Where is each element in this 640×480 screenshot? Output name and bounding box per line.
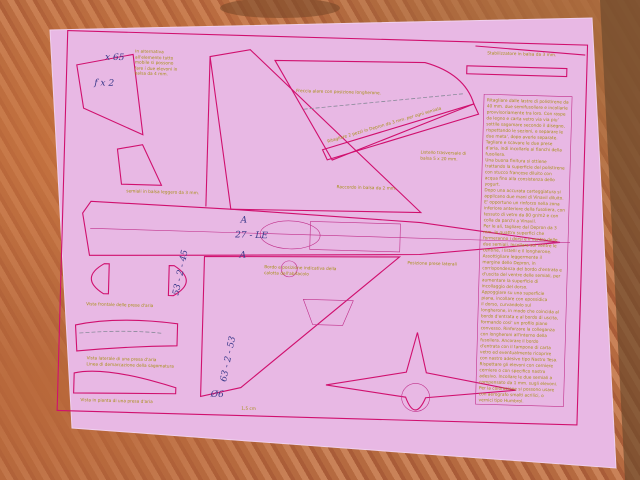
instruction-line: il dorso, curvandolo sul (481, 301, 531, 308)
fin-part (116, 144, 163, 186)
instruction-line: con nastro adesivo tipo Nastro Tesa. (480, 355, 558, 363)
instruction-line: Una buona finitura si ottiene (485, 157, 547, 165)
instructions-box (475, 93, 573, 407)
intake-front (90, 263, 110, 295)
instruction-line: incollaggio del dorso. (482, 283, 528, 290)
front-view-fuselage (401, 383, 430, 412)
label-intake-front: Vista frontale delle prese d'aria (86, 301, 154, 309)
handwritten-count: x 65 (105, 53, 125, 64)
instruction-line: formando cosi' un profilo piano (481, 319, 548, 327)
instruction-line: aumentare la superficie di (482, 277, 539, 285)
strip-part (475, 45, 586, 56)
label-stab: Stabilizzatore in balsa da 3 mm. (487, 50, 556, 58)
instruction-line: bordo d'entrata e al bordo di uscita, (481, 313, 558, 321)
instruction-line: colla da parchi a Vinavil. (484, 217, 537, 224)
intake-front-right (167, 264, 187, 297)
label-canopy-note: Bordo e posizione indicativa della (264, 264, 337, 272)
intake-side (74, 319, 179, 352)
intake-top (73, 370, 177, 395)
label-demarcation: Linea di demarcazione della sagomatura (86, 361, 174, 369)
instruction-line: acqua fino alla consistenza dello (485, 175, 555, 183)
label-fillet: Raccordo in balsa da 2 mm. (336, 184, 396, 192)
object-shadow (220, 0, 340, 18)
instruction-line: con stucco francese diluito con (485, 169, 552, 177)
stabilizer-part (76, 53, 144, 136)
section-circle (280, 260, 298, 278)
cockpit (259, 220, 321, 250)
instruction-line: Rispettare gli elevoni con cerniere (480, 361, 554, 369)
instruction-line: inferiore anteriore della fusoliera, con (484, 205, 565, 213)
handwritten-d6: Ø6 (209, 389, 224, 400)
instruction-line: centine, i listelli e il longherone. (483, 247, 552, 255)
wing-root-upper (205, 56, 211, 207)
instruction-line: formeranno i dorsi e il ventre delle (483, 235, 558, 243)
instruction-line: 40 mm. due semifusoliere e incollarle (487, 103, 569, 111)
label-intake-position: Posizione prese laterali (407, 260, 457, 267)
label-canopy-note-2: calotta dell'abitacolo (264, 270, 309, 277)
instruction-line: con aerografo smalti acrilici, o (479, 391, 545, 399)
instruction-line: provvisoriamente tra loro. Con raspe (487, 109, 566, 117)
instruction-line: sottile sagomare secondo il disegno, (486, 121, 565, 129)
instruction-line: fusoliera. Ancorare il bordo (480, 337, 539, 345)
label-semiwings: semiali in balsa leggero da 3 mm. (126, 188, 199, 196)
front-view (325, 332, 516, 411)
instruction-line: con longheroni all'interno della (480, 331, 547, 339)
sheet-border (56, 30, 589, 426)
instruction-line: convesso. Rinforzare la colleganza (481, 325, 556, 333)
instruction-line: margine dello Depron, in (482, 259, 536, 266)
instructions-text: Ritagliare dalle lastre di polistirene d… (479, 97, 570, 404)
intake-dash (79, 330, 163, 334)
label-spar: Listello trasversale di balsa 5 x 20 mm. (420, 150, 467, 163)
instruction-line: trattando la superficie del polistirene (485, 163, 565, 171)
instruction-line: d'uscita del ventre delle semiali, per (482, 271, 561, 279)
handwritten-fx2: f x 2 (93, 78, 114, 89)
instruction-line: compensato da 1 mm. sugli elevoni. (479, 379, 557, 387)
instruction-line: piana, incollare con epossidica (481, 295, 547, 303)
instruction-line: Dopo una accurata carteggiatura si (484, 187, 560, 195)
label-wing-sweep: Freccia alare con posizione longherone. (296, 88, 381, 96)
spar-line (303, 93, 465, 110)
table-edge (600, 0, 640, 480)
centerline (90, 228, 571, 244)
instruction-line: da legno e carta vetro via via piu' (486, 115, 558, 123)
plan-sheet (49, 17, 617, 469)
instruction-line: adesivo. Incollare le due semiali a (479, 373, 552, 381)
instruction-line: Assottigliare leggermente il (483, 253, 542, 261)
instruction-line: corrispondenza del bordo d'entrata e (482, 265, 562, 273)
wing-upper (209, 49, 423, 214)
instruction-line: Ritagliare dalle lastre di polistirene d… (487, 97, 569, 105)
handwritten-le: 27 - LE (234, 230, 268, 241)
section (302, 298, 354, 326)
instruction-line: vetro ed eventualmente ricoprire (480, 349, 552, 357)
instruction-line: Appoggiare su una superficie (482, 289, 545, 297)
label-intake-side: Vista laterale di una presa d'aria (87, 355, 157, 363)
instruction-line: due semiali. Incollare sul ventre le (483, 241, 557, 249)
instruction-line: d'entrata con il tampone di carta (480, 343, 551, 351)
instruction-line: Per le ali, tagliare dal Depron da 3 (483, 223, 557, 231)
instruction-line: E' opportuno un rinforzo nella zona (484, 199, 560, 207)
instruction-line: tessuto di vetro da 80 gr/m2 e con (484, 211, 559, 219)
handwritten-a: A (238, 250, 246, 260)
drawing (56, 30, 589, 426)
instruction-line: Tagliare e scavare le due prese (485, 139, 553, 147)
instruction-line: d'aria, indi incollarle ai fianchi della (486, 145, 563, 153)
instruction-line: due meta', dopo averle separate. (486, 133, 558, 141)
instruction-line: applicano due mani di Vinavil diluito. (484, 193, 564, 201)
instruction-line: yogurt. (485, 181, 501, 187)
label-intake-top: Vista in pianta di una presa d'aria (80, 397, 153, 405)
spar-strip (321, 103, 480, 161)
wing-lower (200, 255, 402, 398)
instruction-line: mm. le quattro superfici che (483, 229, 544, 237)
top-strip (466, 65, 568, 78)
instruction-line: vernici tipo Humbrol. (479, 397, 524, 404)
instruction-line: fusoliera. (485, 151, 505, 158)
instruction-line: cerniere o con specifico nastro (479, 367, 545, 375)
instruction-line: longherone, in modo che coincida al (481, 307, 559, 315)
handwritten-a: A (239, 215, 247, 225)
label-ruler: 1,5 cm (241, 406, 256, 412)
canopy (309, 221, 401, 253)
instruction-line: rispettando le sezioni, e separare le (486, 127, 563, 135)
instruction-line: Per la colorazione si possono usare (479, 385, 555, 393)
label-corner-note: In alternativa all'elemento tutto mobile… (134, 49, 178, 78)
